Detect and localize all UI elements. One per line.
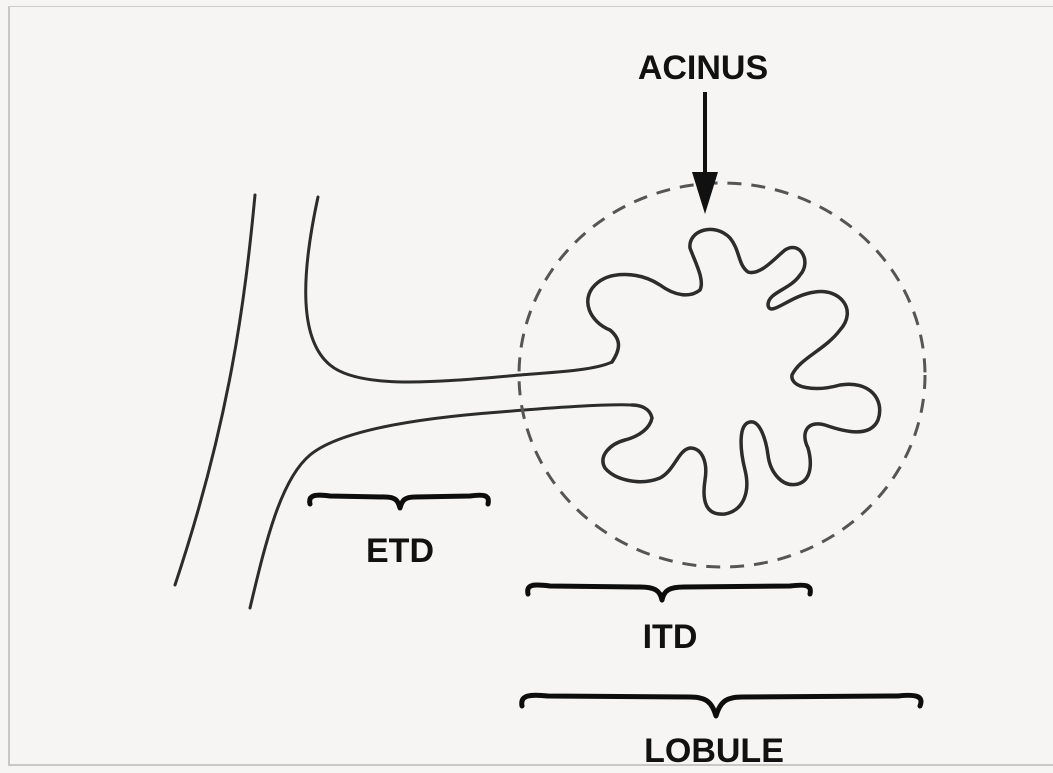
acinus-lobed-structure [588, 229, 880, 514]
lobule-brace [522, 695, 921, 716]
lobule-label: LOBULE [644, 732, 784, 770]
itd-brace [528, 585, 811, 600]
duct-branch-upper-wall [306, 197, 612, 382]
duct-branch-lower-wall [250, 405, 632, 608]
etd-label: ETD [366, 532, 434, 570]
large-duct-outer-wall [175, 195, 255, 585]
acinus-label: ACINUS [638, 49, 768, 87]
etd-brace [310, 495, 489, 508]
acinus-dashed-outline [519, 183, 925, 567]
itd-label: ITD [643, 618, 698, 656]
acinus-arrow-head [692, 172, 718, 214]
